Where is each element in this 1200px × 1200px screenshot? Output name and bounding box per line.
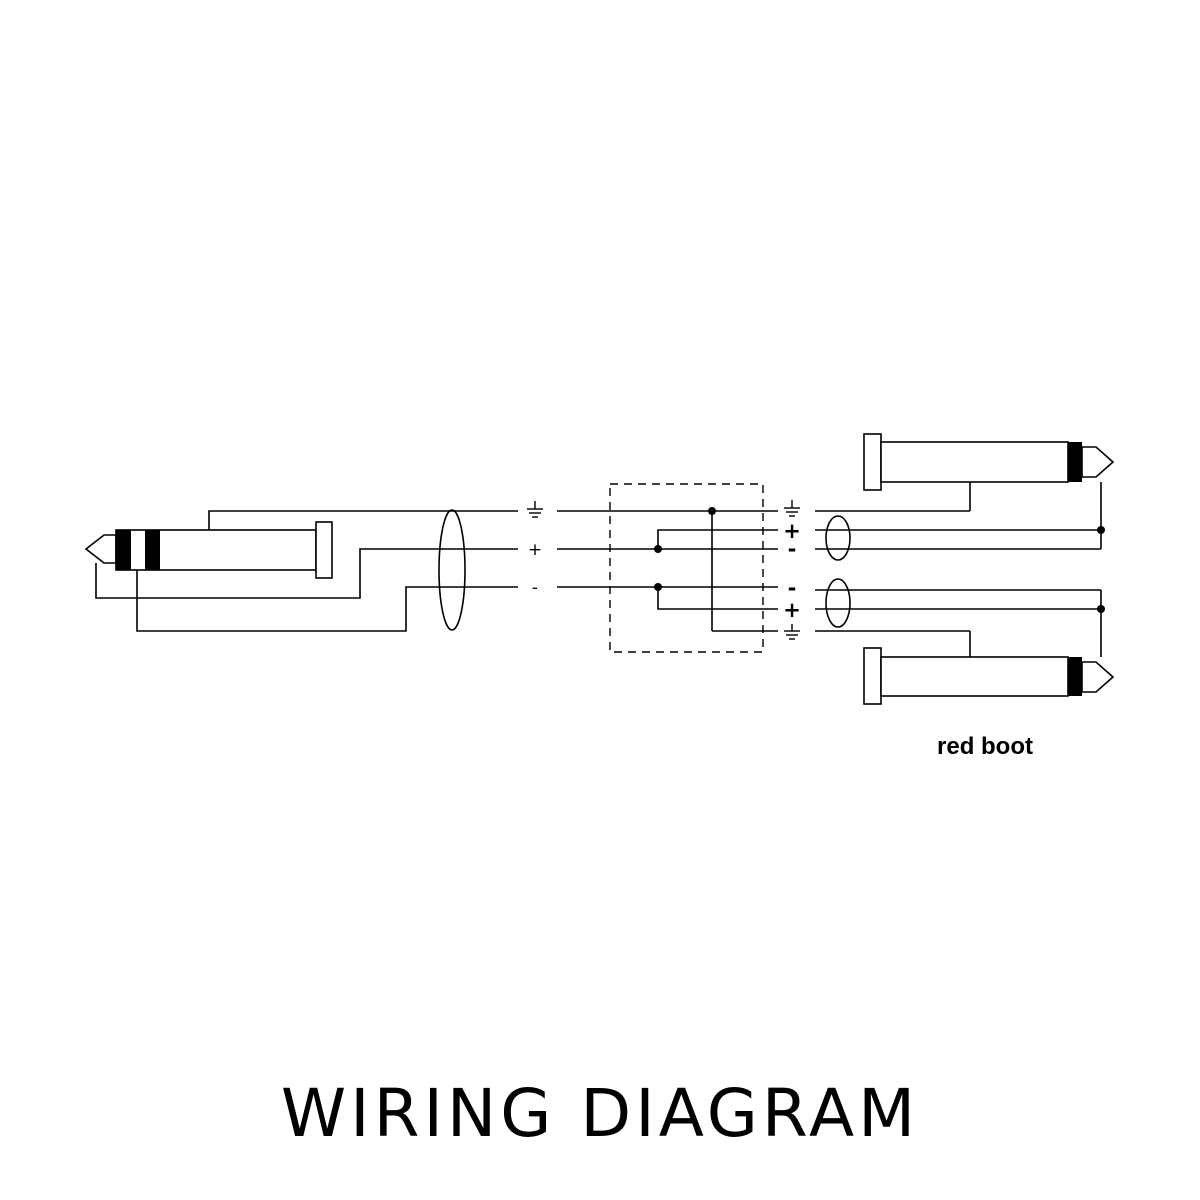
right-bottom-minus-label: - xyxy=(788,576,797,600)
right-labels: + - - + xyxy=(783,500,801,640)
junction-top-plug xyxy=(1097,526,1105,534)
left-plug-cap xyxy=(315,521,333,579)
left-cable-shield xyxy=(438,509,466,631)
junction-minus xyxy=(654,583,662,591)
left-tip-wire xyxy=(95,548,518,599)
left-plus-label: + xyxy=(528,540,542,560)
right-wires xyxy=(815,482,1105,657)
page-title: WIRING DIAGRAM xyxy=(280,1075,920,1152)
right-top-ts-plug xyxy=(863,433,1115,491)
split-plus-up xyxy=(657,529,778,549)
left-sleeve-wire xyxy=(136,570,518,632)
right-bottom-ts-plug xyxy=(863,647,1115,705)
left-minus-label: - xyxy=(532,578,538,598)
left-plug-ring-band xyxy=(116,530,131,570)
junction-plus xyxy=(654,545,662,553)
bottom-plug-cap xyxy=(863,647,882,705)
top-plug-band xyxy=(1068,442,1082,482)
left-plug-sleeve-band xyxy=(145,530,160,570)
junction-ground xyxy=(708,507,716,515)
right-top-minus-label: - xyxy=(788,537,797,561)
splitter-wiring xyxy=(654,507,778,632)
bottom-plug-tip xyxy=(1081,661,1115,693)
bottom-plug-body xyxy=(880,656,1069,697)
red-boot-label: red boot xyxy=(937,733,1033,760)
right-bottom-cable-shield xyxy=(825,578,851,628)
left-ground-wire xyxy=(208,510,518,530)
splitter-box xyxy=(609,483,764,653)
ground-icon xyxy=(784,624,800,640)
top-plug-body xyxy=(880,441,1069,483)
right-bottom-plus-label: + xyxy=(783,598,801,622)
split-minus-down xyxy=(657,587,778,610)
top-plug-tip xyxy=(1081,446,1115,478)
right-top-cable-shield xyxy=(825,515,851,561)
junction-bottom-plug xyxy=(1097,605,1105,613)
ground-icon xyxy=(527,501,543,518)
right-top-plus-label: + xyxy=(783,519,801,543)
top-plug-cap xyxy=(863,433,882,491)
left-trs-plug xyxy=(84,521,333,579)
ground-icon xyxy=(784,500,800,517)
middle-wires xyxy=(557,510,712,588)
left-labels: + - xyxy=(527,501,543,598)
bottom-plug-band xyxy=(1068,657,1082,696)
left-plug-wires xyxy=(95,510,518,632)
left-plug-tip xyxy=(84,534,117,564)
